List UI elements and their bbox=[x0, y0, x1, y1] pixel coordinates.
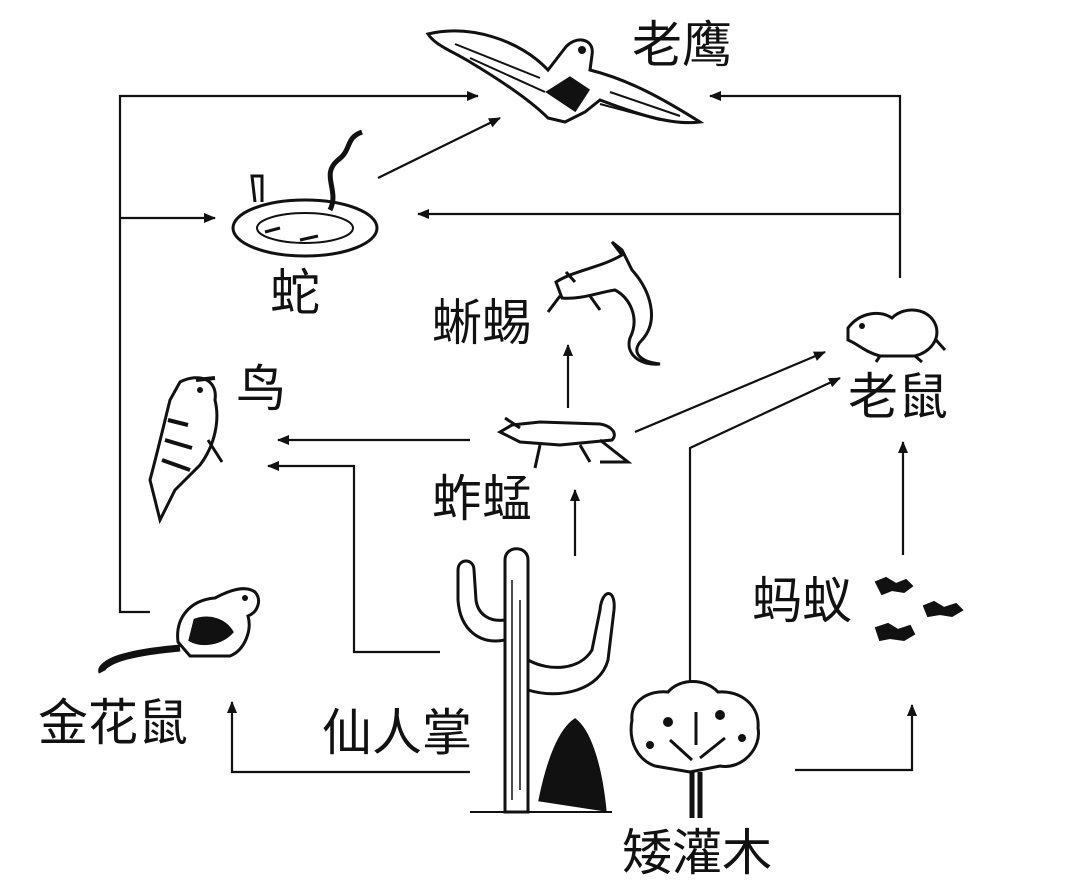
lizard-drawing bbox=[546, 240, 661, 366]
shrub-drawing bbox=[629, 680, 760, 818]
label-snake: 蛇 bbox=[270, 264, 320, 322]
label-shrub: 矮灌木 bbox=[622, 824, 772, 882]
arrow-snake-to-eagle bbox=[377, 117, 501, 179]
arrow-grasshopper-to-mouse bbox=[634, 350, 826, 434]
mouse-drawing bbox=[846, 308, 947, 364]
label-mouse: 老鼠 bbox=[848, 368, 948, 426]
label-grasshopper: 蚱蜢 bbox=[432, 470, 532, 528]
arrow-shrub-to-mouse bbox=[688, 377, 841, 682]
eagle-drawing bbox=[425, 29, 705, 125]
arrow-cactus-to-bird bbox=[267, 461, 440, 654]
cactus-drawing bbox=[456, 547, 616, 814]
chipmunk-drawing bbox=[98, 587, 260, 674]
grasshopper-drawing bbox=[496, 416, 633, 469]
bird-drawing bbox=[148, 376, 224, 525]
arrow-cactus-to-chipmunk bbox=[227, 701, 470, 774]
label-ant: 蚂蚁 bbox=[752, 572, 852, 630]
label-bird: 鸟 bbox=[236, 360, 286, 418]
arrow-shrub-to-ant bbox=[795, 704, 917, 772]
ant-drawing bbox=[874, 576, 964, 642]
label-chipmunk: 金花鼠 bbox=[38, 694, 188, 752]
label-cactus: 仙人掌 bbox=[322, 704, 472, 762]
arrow-chipmunk-to-eagle bbox=[118, 91, 479, 614]
snake-drawing bbox=[231, 129, 379, 258]
arrow-mouse-to-eagle bbox=[709, 91, 902, 278]
label-eagle: 老鹰 bbox=[632, 16, 732, 74]
label-lizard: 蜥蜴 bbox=[432, 294, 532, 352]
